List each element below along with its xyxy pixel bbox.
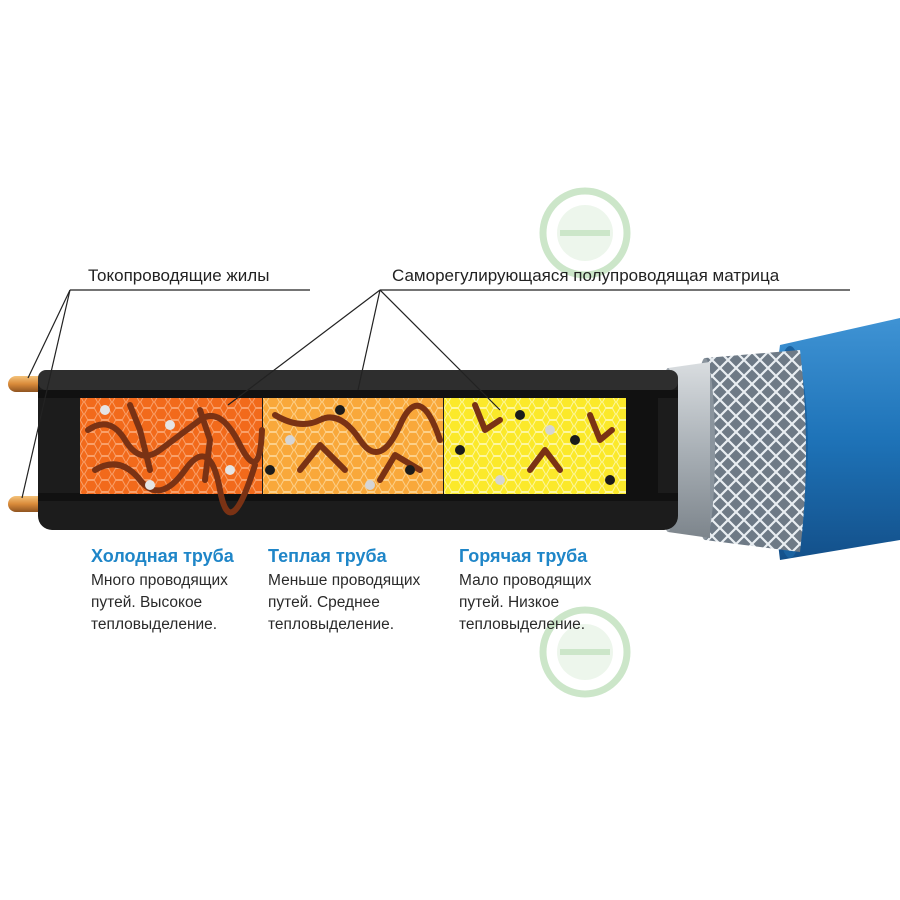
zone-title-cold: Холодная труба bbox=[91, 546, 234, 566]
zone-desc-warm: Меньше проводящих путей. Среднее тепловы… bbox=[268, 570, 420, 636]
callout-lines bbox=[21, 289, 850, 499]
zone-hot bbox=[444, 398, 626, 494]
label-conductors: Токопроводящие жилы bbox=[88, 266, 270, 285]
zone-cold bbox=[80, 398, 262, 494]
zone-desc-line: тепловыделение. bbox=[91, 616, 218, 633]
zone-desc-line: путей. Среднее bbox=[268, 594, 380, 611]
zone-desc-line: Мало проводящих bbox=[459, 572, 592, 589]
zone-desc-line: Много проводящих bbox=[91, 572, 228, 589]
label-matrix: Саморегулирующаяся полупроводящая матриц… bbox=[392, 266, 780, 285]
matrix-zones bbox=[80, 398, 658, 516]
zone-desc-line: путей. Высокое bbox=[91, 594, 203, 611]
zone-desc-line: путей. Низкое bbox=[459, 594, 560, 611]
zone-desc-line: тепловыделение. bbox=[268, 616, 395, 633]
zone-title-warm: Теплая труба bbox=[268, 546, 387, 566]
zone-warm bbox=[263, 398, 443, 494]
zone-desc-hot: Мало проводящих путей. Низкое тепловыдел… bbox=[459, 570, 591, 636]
zone-desc-cold: Много проводящих путей. Высокое тепловыд… bbox=[91, 570, 228, 636]
logo-watermark-icon bbox=[539, 187, 631, 279]
zone-desc-line: Меньше проводящих bbox=[268, 572, 421, 589]
metal-braid bbox=[695, 350, 806, 552]
zone-desc-line: тепловыделение. bbox=[459, 616, 586, 633]
logo-watermark-icon bbox=[539, 606, 631, 698]
zone-title-hot: Горячая труба bbox=[459, 546, 588, 566]
